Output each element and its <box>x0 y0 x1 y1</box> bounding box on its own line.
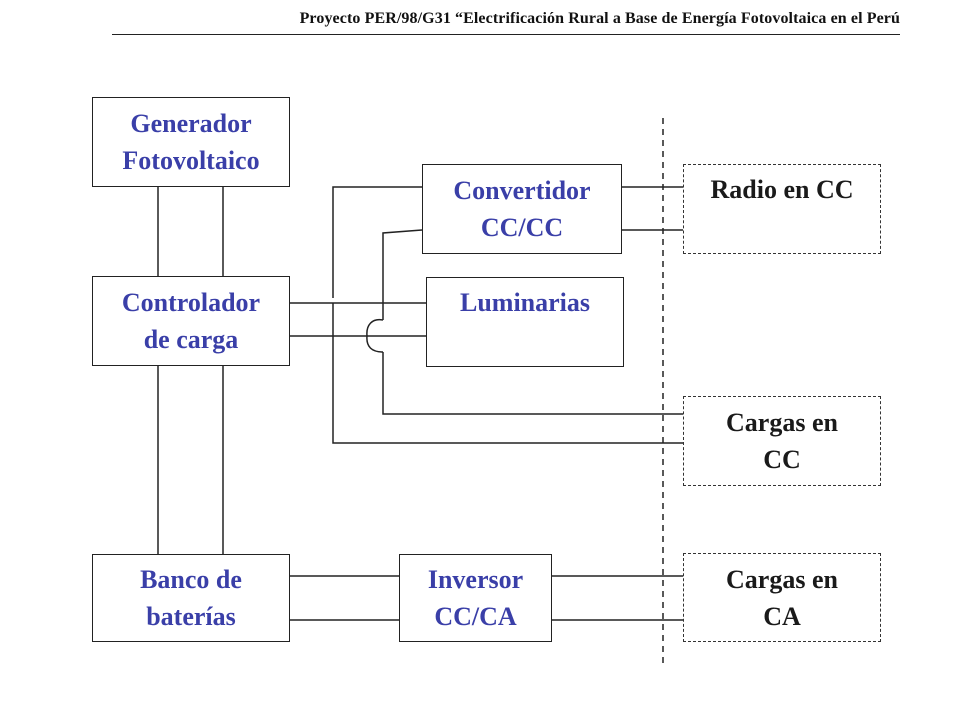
generador-fotovoltaico-block: Generador Fotovoltaico <box>92 97 290 187</box>
radio-label: Radio en CC <box>710 175 854 204</box>
banco-baterias-block: Banco de baterías <box>92 554 290 642</box>
generador-label-line1: Generador <box>130 109 252 138</box>
controlador-label-line1: Controlador <box>121 288 261 317</box>
generador-label-line2: Fotovoltaico <box>122 146 260 175</box>
wire-branch-cargas-cc-bottom <box>332 303 683 444</box>
header-title: Proyecto PER/98/G31 “Electrificación Rur… <box>299 10 900 27</box>
wire-crossover-arc <box>366 318 384 337</box>
controlador-carga-block: Controlador de carga <box>92 276 290 366</box>
inversor-label-line1: Inversor <box>427 565 524 594</box>
banco-label-line1: Banco de <box>140 565 242 594</box>
inversor-label-line2: CC/CA <box>434 602 517 631</box>
cargas-cc-label-line2: CC <box>763 445 801 474</box>
cargas-cc-block: Cargas en CC <box>683 396 881 486</box>
controlador-label-line2: de carga <box>143 325 239 354</box>
cargas-ca-label-line1: Cargas en <box>726 564 838 594</box>
banco-label-line2: baterías <box>146 602 236 631</box>
radio-cc-block: Radio en CC <box>683 164 881 254</box>
convertidor-block: Convertidor CC/CC <box>422 164 622 254</box>
cargas-cc-label-line1: Cargas en <box>726 408 838 437</box>
luminarias-block: Luminarias <box>426 277 624 367</box>
convertidor-label-line2: CC/CC <box>480 213 564 242</box>
luminarias-label: Luminarias <box>459 288 591 317</box>
cargas-ca-label-line2: CA <box>763 601 801 631</box>
wire-branch-conv-top <box>332 186 422 298</box>
page-header: Proyecto PER/98/G31 “Electrificación Rur… <box>112 10 900 35</box>
wire-conv-bottom-branch <box>382 229 423 320</box>
inversor-block: Inversor CC/CA <box>399 554 552 642</box>
wire-cargas-cc-top <box>382 352 683 415</box>
convertidor-label-line1: Convertidor <box>453 176 591 205</box>
cargas-ca-block: Cargas en CA <box>683 553 881 642</box>
wire-crossover-arc-2 <box>366 335 384 353</box>
